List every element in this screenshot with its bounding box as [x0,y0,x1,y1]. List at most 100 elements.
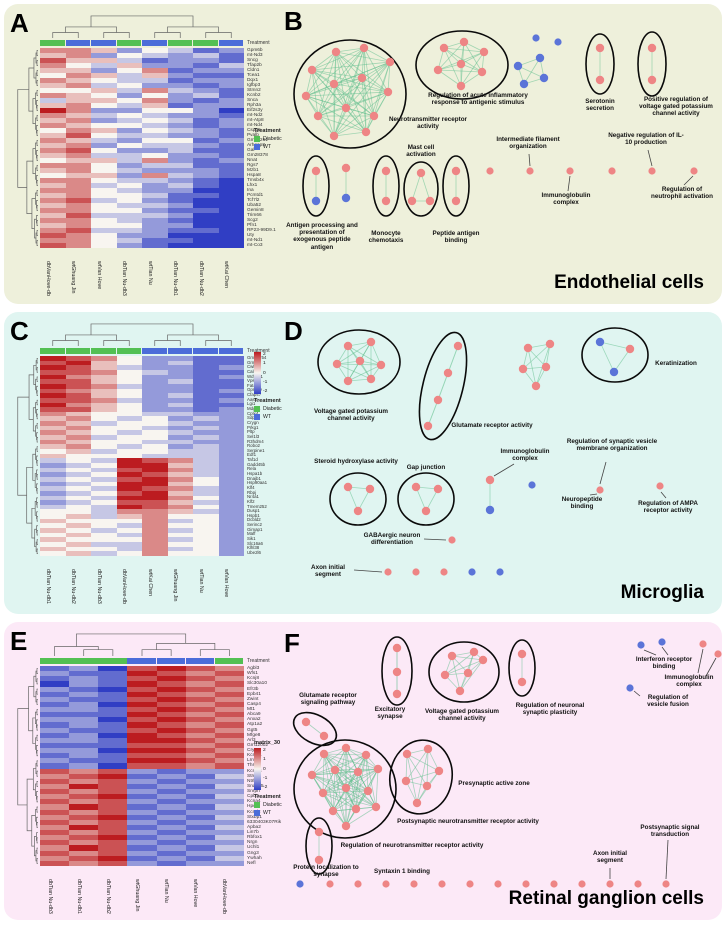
heatmap-cell [116,198,142,203]
network-node [392,643,402,653]
heatmap-cell [142,158,168,163]
heatmap-cell [142,193,168,198]
gene-label: Ywhah [247,855,262,861]
heatmap-cell [91,178,117,183]
term-label: Regulation of vesicle fusion [647,694,689,709]
heatmap-cell [116,411,142,417]
heatmap-cell [193,93,219,98]
heatmap-cell [116,213,142,218]
heatmap-cell [193,481,219,487]
treatment-bar-cell [40,658,69,664]
heatmap-cell [193,416,219,422]
heatmap-cell [193,523,219,529]
network-node [329,79,339,89]
gene-label: Hspb1 [247,512,260,518]
heatmap-cell [218,435,244,440]
network-node [357,73,367,83]
heatmap-cell [185,722,215,728]
term-label: Axon initial segment [593,850,627,865]
heatmap-cell [40,737,70,743]
cluster-outline [305,817,333,875]
heatmap-cell [116,118,142,123]
heatmap-cell [65,453,91,459]
heatmap-cell [167,528,193,533]
heatmap-cell [116,402,142,408]
heatmap-cell [116,486,142,491]
heatmap-cell [214,707,244,713]
gene-label: Agbl3 [247,666,260,671]
gene-label: Dqx1 [247,78,259,83]
heatmap-cell [167,183,193,188]
heatmap-cell [167,158,193,163]
heatmap-panel-E [40,666,244,866]
heatmap-cell [218,198,244,203]
heatmap-cell [40,814,70,820]
heatmap-cell [91,439,117,445]
network-node [447,651,457,661]
heatmap-cell [69,860,99,866]
treatment-bar-cell [40,348,65,354]
gene-label: Mdga1 [247,406,281,412]
gene-label: Wfs1 [247,671,258,677]
heatmap-cell [193,183,219,188]
heatmap-cell [218,128,244,133]
heatmap-cell [65,383,91,389]
heatmap-cell [193,63,219,68]
heatmap-cell [65,490,91,496]
heatmap-cell [91,518,117,524]
term-label: Positive regulation of voltage gated pot… [639,96,713,118]
heatmap-cell [116,58,142,63]
network-node [392,689,402,699]
network-node [341,783,351,793]
network-node [438,880,446,888]
heatmap-cell [65,509,91,515]
heatmap-cell [40,799,70,805]
heatmap-cell [65,397,91,403]
leader-line [589,493,598,496]
heatmap-cell [218,397,244,403]
heatmap-cell [98,763,128,769]
heatmap-cell [40,163,66,168]
network-node [478,655,488,665]
heatmap-cell [127,737,157,743]
heatmap-cell [40,722,70,728]
network-edge [406,753,418,804]
heatmap-cell [167,369,193,375]
heatmap-cell [185,794,215,800]
heatmap-cell [185,850,215,856]
heatmap-cell [167,383,193,389]
heatmap-cell [156,845,186,851]
network-node [365,484,375,494]
heatmap-cell [91,407,117,412]
gene-label: Mzb1 [247,168,259,173]
heatmap-cell [218,243,244,248]
network-node [595,43,605,53]
heatmap-cell [116,379,142,384]
column-label-text: wtGhuang Jin [172,569,179,602]
column-label-text: dbTian Nu-db3 [46,879,53,914]
heatmap-cell [40,88,66,93]
network-node [440,568,448,576]
column-label-text: dbTian Nu-db3 [121,261,128,296]
network-node [433,484,443,494]
heatmap-cell [127,824,157,831]
heatmap-cell [116,238,142,243]
heatmap-cell [218,118,244,123]
network-node [341,163,351,173]
network-edge [459,659,484,692]
heatmap-cell [65,388,91,394]
heatmap-cell [218,93,244,98]
heatmap-cell [156,835,186,841]
treatment-swatch [254,406,260,412]
gene-label: Lgi1 [247,401,256,407]
network-edge [427,399,439,427]
network-edge [333,61,391,137]
heatmap-cell [142,467,168,473]
cluster-outline [381,636,413,706]
network-node [366,337,376,347]
heatmap-cell [116,228,142,233]
network-node [554,38,562,46]
network-node [331,47,341,57]
heatmap-cell [65,411,91,417]
